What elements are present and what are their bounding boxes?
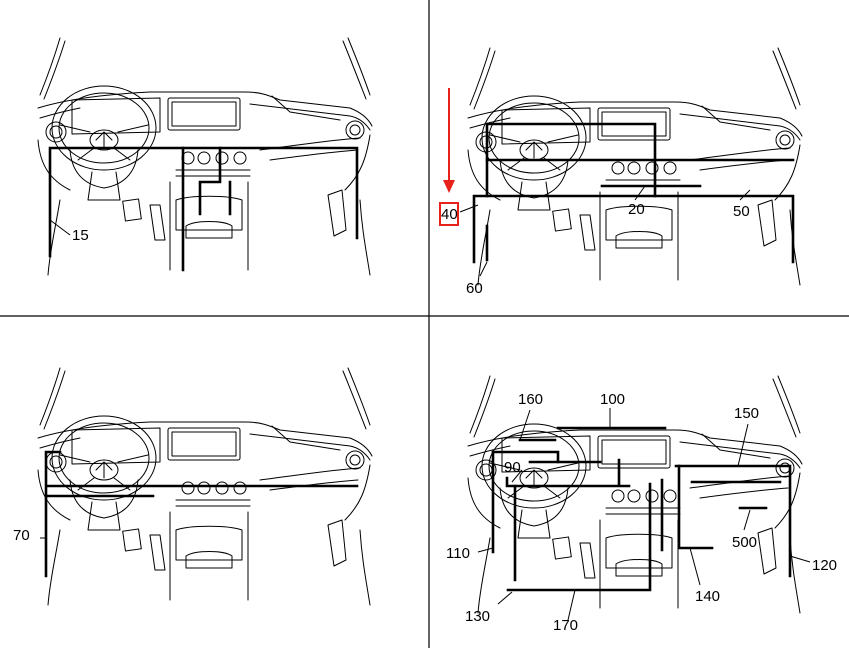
ref-label-60: 60 xyxy=(466,280,483,297)
ref-label-15: 15 xyxy=(72,227,89,244)
ref-label-20: 20 xyxy=(628,201,645,218)
ref-label-140: 140 xyxy=(695,588,720,605)
ref-label-110: 110 xyxy=(446,545,470,562)
panel-top-right: 40 20 50 60 xyxy=(439,47,803,297)
ref-label-160: 160 xyxy=(518,391,543,408)
ref-label-120: 120 xyxy=(812,557,837,574)
highlight-arrow-head xyxy=(443,180,455,193)
ref-label-130: 130 xyxy=(465,608,490,625)
panel-top-left: 15 xyxy=(37,37,373,276)
ref-label-70: 70 xyxy=(13,527,30,544)
panel-bottom-left: 70 xyxy=(13,367,373,606)
ref-label-170: 170 xyxy=(553,617,578,634)
panel-bottom-right: 160 100 150 90 110 500 120 130 140 170 xyxy=(446,375,837,634)
ref-label-40: 40 xyxy=(441,206,458,223)
ref-label-500: 500 xyxy=(732,534,757,551)
ref-label-100: 100 xyxy=(600,391,625,408)
ref-label-50: 50 xyxy=(733,203,750,220)
ref-label-150: 150 xyxy=(734,405,759,422)
highlight-box xyxy=(439,202,459,226)
ref-label-90: 90 xyxy=(504,459,521,476)
